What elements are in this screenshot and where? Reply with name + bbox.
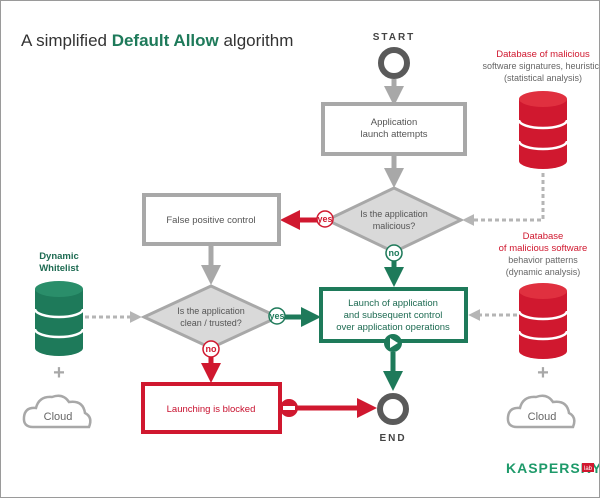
clean-line-2: clean / trusted? [180, 318, 242, 328]
behavior-db-title-1: Database [523, 231, 564, 242]
launch-line-3: over application operations [336, 322, 450, 333]
end-node [377, 393, 409, 425]
cloud-icon-left [22, 394, 92, 429]
no-badge-1 [385, 244, 403, 262]
stop-icon-bar [283, 406, 295, 410]
launch-line-1: Launch of application [348, 298, 438, 309]
false-positive-box [142, 193, 281, 246]
cloud-icon-right [506, 394, 576, 429]
attempt-box [321, 102, 467, 156]
yes-badge-1-label: yes [317, 214, 332, 224]
dashed-signatures-link [462, 173, 545, 226]
false-positive-label: False positive control [166, 215, 255, 226]
malicious-line-1: Is the application [360, 209, 428, 219]
launch-line-2: and subsequent control [344, 310, 443, 321]
yes-badge-2 [268, 307, 286, 325]
yes-badge-2-label: yes [269, 311, 284, 321]
whitelist-title-2: Whitelist [39, 263, 79, 274]
behavior-db-sub-2: (dynamic analysis) [506, 267, 581, 277]
end-label: END [379, 433, 406, 444]
behavior-db-icon [517, 283, 569, 359]
clean-decision [140, 284, 282, 350]
signatures-db-icon [517, 91, 569, 169]
logo-lab-badge [582, 463, 594, 472]
no-badge-1-label: no [389, 248, 400, 258]
behavior-db-sub-1: behavior patterns [508, 255, 578, 265]
cloud-label-right: Cloud [528, 411, 557, 423]
page-title: A simplified Default Allow algorithm [21, 31, 293, 50]
no-badge-2-label: no [206, 344, 217, 354]
cloud-label-left: Cloud [44, 411, 73, 423]
signatures-db-sub-1: software signatures, heuristics [482, 61, 599, 71]
behavior-db-title-2: of malicious software [499, 243, 588, 254]
malicious-line-2: malicious? [373, 221, 416, 231]
play-icon-triangle [390, 338, 398, 348]
clean-line-1: Is the application [177, 306, 245, 316]
no-badge-2 [202, 340, 220, 358]
start-label: START [373, 32, 416, 43]
attempt-line-2: launch attempts [360, 129, 427, 140]
logo-lab-text: lab [584, 466, 593, 472]
malicious-decision [323, 186, 465, 254]
signatures-db-sub-2: (statistical analysis) [504, 73, 582, 83]
signatures-db-title: Database of malicious [496, 49, 590, 60]
attempt-line-1: Application [371, 117, 417, 128]
plus-right: + [537, 362, 549, 384]
plus-left: + [53, 362, 65, 384]
whitelist-title-1: Dynamic [39, 251, 79, 262]
yes-badge-1 [316, 210, 334, 228]
whitelist-db-icon [33, 281, 85, 356]
kaspersky-logo: KASPERSKY [506, 460, 599, 476]
start-node [378, 47, 410, 79]
launch-box [319, 287, 468, 343]
blocked-label: Launching is blocked [167, 404, 256, 415]
